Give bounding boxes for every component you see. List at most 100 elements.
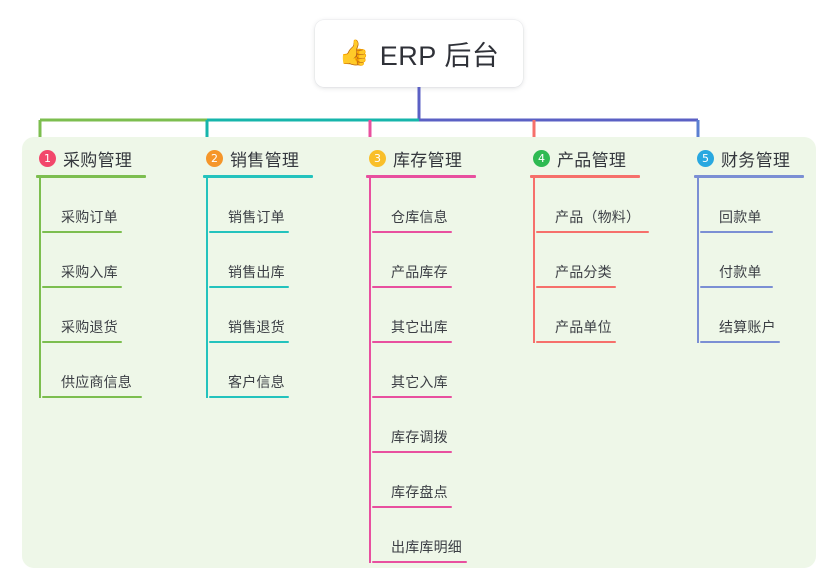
column-badge-4: 4 bbox=[533, 149, 550, 167]
leaf-rule bbox=[209, 396, 289, 398]
column-header-5[interactable]: 5 财务管理 bbox=[694, 145, 804, 171]
leaf-rule bbox=[700, 286, 773, 288]
leaf-item[interactable]: 其它出库 bbox=[369, 288, 476, 343]
leaf-label: 销售订单 bbox=[228, 209, 285, 225]
leaf-label: 产品单位 bbox=[555, 319, 612, 335]
column-header-2[interactable]: 2 销售管理 bbox=[203, 145, 313, 171]
leaf-item[interactable]: 采购入库 bbox=[39, 233, 146, 288]
root-node-erp-backend[interactable]: 👍 ERP 后台 bbox=[315, 20, 523, 87]
leaf-trunk-1 bbox=[39, 178, 41, 398]
column-header-3[interactable]: 3 库存管理 bbox=[366, 145, 476, 171]
leaf-label: 产品（物料） bbox=[555, 209, 641, 225]
column-badge-1: 1 bbox=[39, 149, 56, 167]
leaf-list-3: 仓库信息产品库存其它出库其它入库库存调拨库存盘点出库库明细 bbox=[366, 178, 476, 563]
leaf-rule bbox=[209, 341, 289, 343]
leaf-rule bbox=[372, 506, 452, 508]
leaf-item[interactable]: 产品分类 bbox=[533, 233, 640, 288]
leaf-item[interactable]: 库存调拨 bbox=[369, 398, 476, 453]
column-title-1: 采购管理 bbox=[63, 150, 133, 170]
leaf-label: 库存盘点 bbox=[391, 484, 448, 500]
column-rule-3 bbox=[366, 175, 476, 178]
leaf-item[interactable]: 供应商信息 bbox=[39, 343, 146, 398]
leaf-label: 库存调拨 bbox=[391, 429, 448, 445]
column-badge-5: 5 bbox=[697, 149, 714, 167]
leaf-rule bbox=[372, 396, 452, 398]
leaf-label: 出库库明细 bbox=[391, 539, 462, 555]
leaf-list-2: 销售订单销售出库销售退货客户信息 bbox=[203, 178, 313, 398]
leaf-list-5: 回款单付款单结算账户 bbox=[694, 178, 804, 343]
leaf-list-4: 产品（物料） 产品分类产品单位 bbox=[530, 178, 649, 343]
leaf-rule bbox=[372, 451, 452, 453]
leaf-label: 采购订单 bbox=[61, 209, 118, 225]
leaf-list-1: 采购订单采购入库采购退货供应商信息 bbox=[36, 178, 146, 398]
leaf-item[interactable]: 销售订单 bbox=[206, 178, 313, 233]
leaf-rule bbox=[209, 286, 289, 288]
leaf-item[interactable]: 出库库明细 bbox=[369, 508, 476, 563]
column-title-3: 库存管理 bbox=[393, 150, 463, 170]
leaf-rule bbox=[42, 396, 142, 398]
column-title-2: 销售管理 bbox=[230, 150, 300, 170]
column-rule-2 bbox=[203, 175, 313, 178]
leaf-label: 其它入库 bbox=[391, 374, 448, 390]
leaf-rule bbox=[42, 231, 122, 233]
leaf-label: 产品分类 bbox=[555, 264, 612, 280]
leaf-label: 采购退货 bbox=[61, 319, 118, 335]
leaf-label: 采购入库 bbox=[61, 264, 118, 280]
leaf-item[interactable]: 产品（物料） bbox=[533, 178, 649, 233]
column-badge-3: 3 bbox=[369, 149, 386, 167]
column-title-5: 财务管理 bbox=[721, 150, 791, 170]
leaf-item[interactable]: 销售退货 bbox=[206, 288, 313, 343]
column-5: 5 财务管理回款单付款单结算账户 bbox=[694, 145, 804, 343]
leaf-rule bbox=[42, 341, 122, 343]
leaf-rule bbox=[42, 286, 122, 288]
leaf-rule bbox=[209, 231, 289, 233]
leaf-trunk-5 bbox=[697, 178, 699, 343]
leaf-label: 回款单 bbox=[719, 209, 762, 225]
leaf-item[interactable]: 回款单 bbox=[697, 178, 804, 233]
leaf-item[interactable]: 产品库存 bbox=[369, 233, 476, 288]
leaf-label: 产品库存 bbox=[391, 264, 448, 280]
column-rule-5 bbox=[694, 175, 804, 178]
leaf-label: 销售出库 bbox=[228, 264, 285, 280]
column-1: 1 采购管理采购订单采购入库采购退货供应商信息 bbox=[36, 145, 146, 398]
leaf-label: 其它出库 bbox=[391, 319, 448, 335]
leaf-label: 仓库信息 bbox=[391, 209, 448, 225]
column-2: 2 销售管理销售订单销售出库销售退货客户信息 bbox=[203, 145, 313, 398]
leaf-label: 付款单 bbox=[719, 264, 762, 280]
column-badge-2: 2 bbox=[206, 149, 223, 167]
column-rule-4 bbox=[530, 175, 640, 178]
leaf-trunk-2 bbox=[206, 178, 208, 398]
column-4: 4 产品管理产品（物料） 产品分类产品单位 bbox=[530, 145, 649, 343]
leaf-label: 客户信息 bbox=[228, 374, 285, 390]
thumbs-up-icon: 👍 bbox=[338, 39, 370, 67]
column-3: 3 库存管理仓库信息产品库存其它出库其它入库库存调拨库存盘点出库库明细 bbox=[366, 145, 476, 563]
leaf-rule bbox=[372, 286, 452, 288]
leaf-item[interactable]: 结算账户 bbox=[697, 288, 804, 343]
leaf-trunk-4 bbox=[533, 178, 535, 343]
leaf-rule bbox=[536, 341, 616, 343]
leaf-rule bbox=[372, 231, 452, 233]
column-title-4: 产品管理 bbox=[557, 150, 627, 170]
leaf-label: 销售退货 bbox=[228, 319, 285, 335]
leaf-rule bbox=[700, 231, 773, 233]
leaf-item[interactable]: 采购退货 bbox=[39, 288, 146, 343]
branch-panel bbox=[22, 137, 816, 568]
column-header-4[interactable]: 4 产品管理 bbox=[530, 145, 640, 171]
leaf-item[interactable]: 仓库信息 bbox=[369, 178, 476, 233]
column-rule-1 bbox=[36, 175, 146, 178]
leaf-rule bbox=[372, 561, 467, 563]
leaf-rule bbox=[372, 341, 452, 343]
leaf-rule bbox=[536, 286, 616, 288]
leaf-item[interactable]: 采购订单 bbox=[39, 178, 146, 233]
leaf-item[interactable]: 产品单位 bbox=[533, 288, 640, 343]
leaf-label: 供应商信息 bbox=[61, 374, 132, 390]
column-header-1[interactable]: 1 采购管理 bbox=[36, 145, 146, 171]
leaf-trunk-3 bbox=[369, 178, 371, 563]
leaf-item[interactable]: 销售出库 bbox=[206, 233, 313, 288]
leaf-item[interactable]: 客户信息 bbox=[206, 343, 313, 398]
leaf-item[interactable]: 其它入库 bbox=[369, 343, 476, 398]
leaf-item[interactable]: 库存盘点 bbox=[369, 453, 476, 508]
leaf-item[interactable]: 付款单 bbox=[697, 233, 804, 288]
leaf-rule bbox=[700, 341, 780, 343]
